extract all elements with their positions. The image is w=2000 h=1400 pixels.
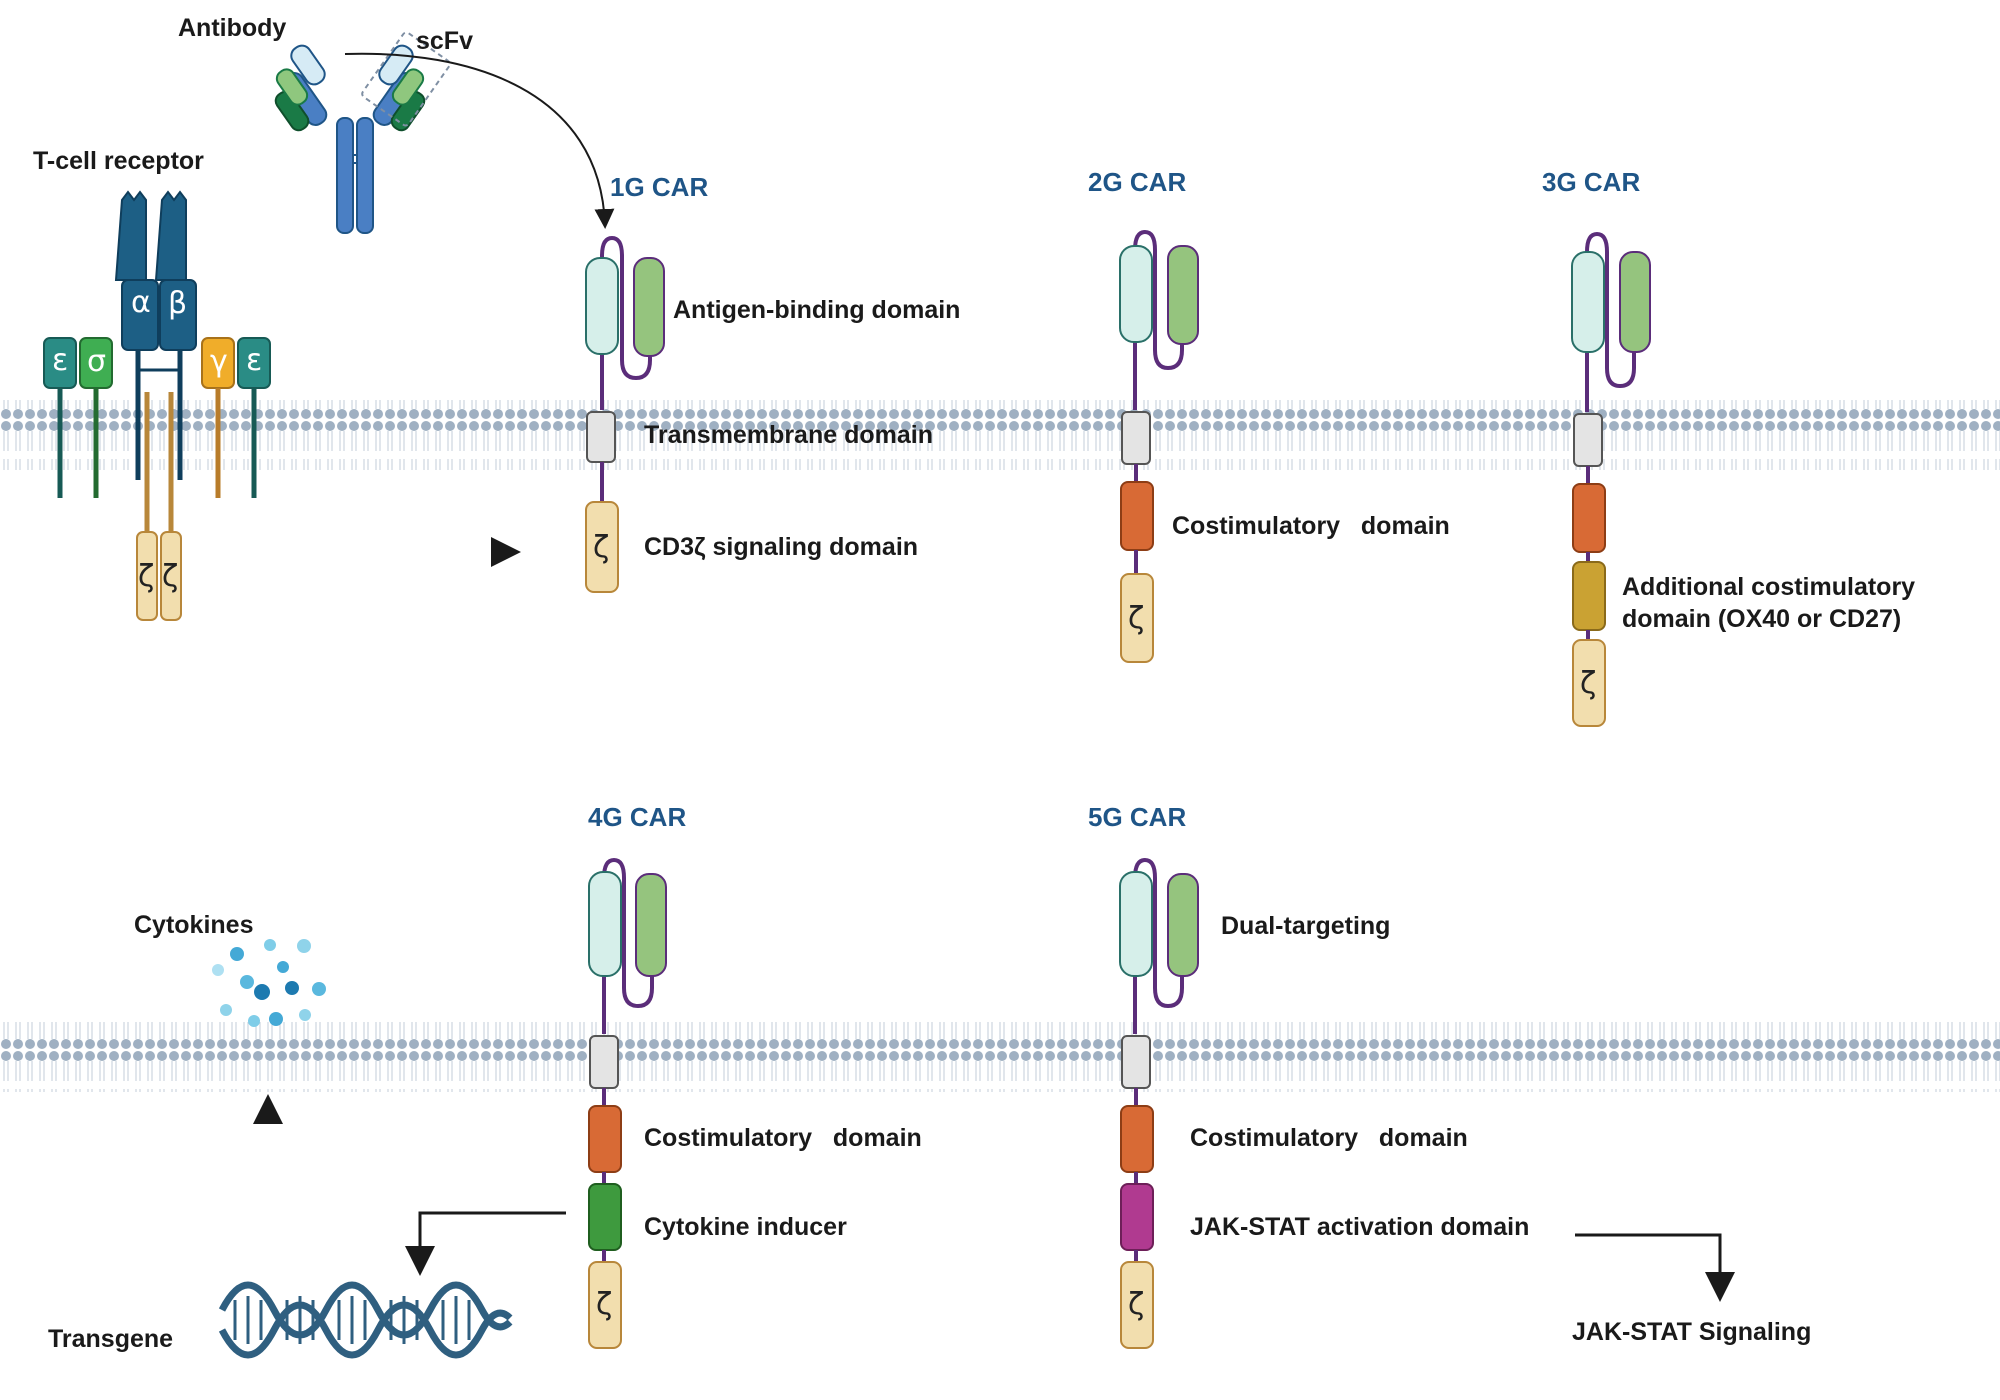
- car-3g-title: 3G CAR: [1542, 167, 1640, 197]
- antigen-binding-domain-label: Antigen-binding domain: [673, 296, 960, 324]
- car-2g-costimulatory-label: Costimulatory domain: [1172, 512, 1450, 540]
- car-4g-title: 4G CAR: [588, 802, 686, 832]
- cytokine-inducer-label: Cytokine inducer: [644, 1213, 847, 1241]
- car-4g-icon: ζ: [588, 857, 667, 1349]
- car-4g-costimulatory-label: Costimulatory domain: [644, 1124, 922, 1152]
- car-5g-costimulatory-label: Costimulatory domain: [1190, 1124, 1468, 1152]
- car-2g-icon: ζ: [1119, 229, 1199, 663]
- cell-membrane-top: [0, 400, 2000, 470]
- tcell-receptor-label: T-cell receptor: [33, 147, 204, 175]
- car-1g-title: 1G CAR: [610, 172, 708, 202]
- scfv-highlight-box: [361, 31, 451, 127]
- inducer-to-transgene-arrow: [405, 1211, 566, 1276]
- transmembrane-domain-label: Transmembrane domain: [644, 421, 933, 449]
- jakstat-signaling-label: JAK-STAT Signaling: [1572, 1318, 1811, 1346]
- car-3g-zeta-label: ζ: [1580, 666, 1596, 701]
- car-5g-icon: ζ: [1119, 857, 1199, 1349]
- scfv-to-car-arrow: [344, 52, 615, 229]
- epsilon-chain-label-left: ε: [52, 343, 68, 378]
- alpha-chain-label: α: [131, 285, 151, 320]
- car-5g-title: 5G CAR: [1088, 802, 1186, 832]
- car-2g-zeta-label: ζ: [1128, 601, 1144, 636]
- t-cell-receptor-icon: α β ε σ γ ε ζ ζ: [43, 190, 271, 621]
- cd3z-signaling-domain-label: CD3ζ signaling domain: [644, 533, 918, 561]
- cytokines-label: Cytokines: [134, 911, 253, 939]
- dual-targeting-label: Dual-targeting: [1221, 912, 1390, 940]
- tcr-zeta-label-left: ζ: [138, 559, 154, 594]
- beta-chain-label: β: [168, 286, 187, 321]
- car-1g-zeta-label: ζ: [593, 530, 609, 565]
- antibody-label: Antibody: [178, 14, 286, 42]
- car-2g-title: 2G CAR: [1088, 167, 1186, 197]
- jakstat-activation-domain-label: JAK-STAT activation domain: [1190, 1213, 1529, 1241]
- additional-costim-label-line1: Additional costimulatory: [1622, 573, 1915, 601]
- transgene-dna-icon: [218, 1281, 513, 1359]
- jakstat-arrow: [1575, 1233, 1735, 1302]
- transgene-label: Transgene: [48, 1325, 173, 1353]
- car-3g-icon: ζ: [1571, 231, 1651, 727]
- tcr-zeta-label-right: ζ: [162, 559, 178, 594]
- car-4g-zeta-label: ζ: [596, 1287, 612, 1322]
- scfv-label: scFv: [416, 27, 473, 55]
- gamma-chain-label: γ: [210, 344, 228, 379]
- sigma-chain-label: σ: [87, 344, 106, 379]
- car-1g-icon: ζ: [585, 235, 665, 593]
- antibody-icon: [274, 31, 451, 234]
- cell-membrane-bottom: [0, 1022, 2000, 1092]
- cytokines-icon: [212, 939, 326, 1027]
- car-5g-zeta-label: ζ: [1128, 1287, 1144, 1322]
- epsilon-chain-label-right: ε: [246, 343, 262, 378]
- additional-costim-label-line2: domain (OX40 or CD27): [1622, 605, 1901, 633]
